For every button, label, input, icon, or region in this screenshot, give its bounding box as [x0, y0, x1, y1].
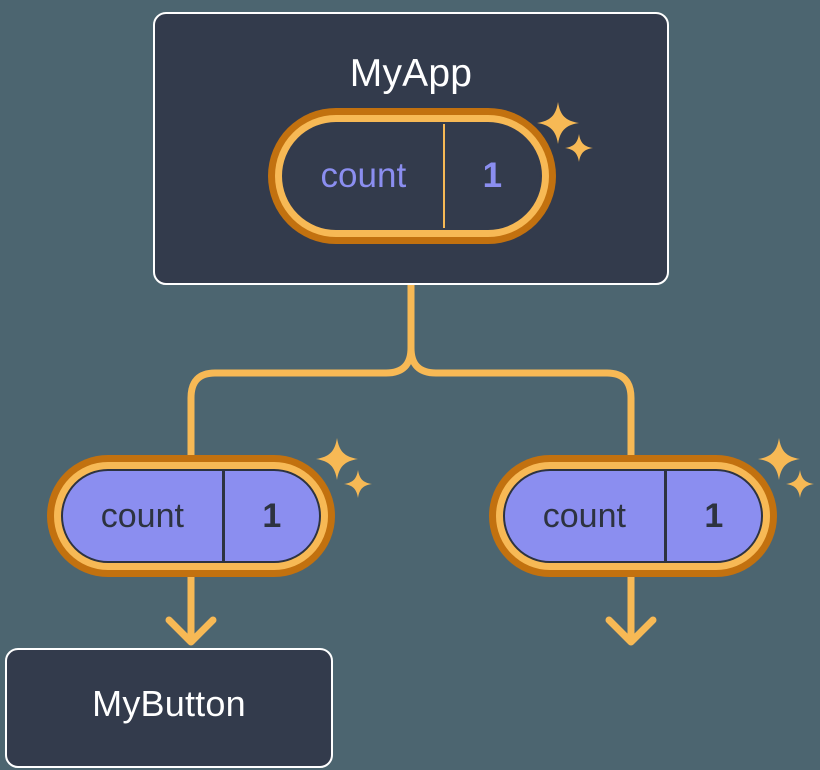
signal-value: 1: [663, 471, 761, 561]
signal-name: count: [320, 156, 407, 195]
connector-root-to-right-signal: [407, 281, 635, 462]
signal-pill-child-0[interactable]: count 1: [47, 455, 335, 577]
sparkle-four-point-small-icon: [786, 470, 814, 498]
signal-pill-ring: count 1: [275, 115, 549, 237]
sparkle-four-point-icon: [758, 438, 800, 480]
signal-name: count: [542, 496, 626, 535]
signal-value: 1: [442, 124, 540, 228]
connector-root-to-left-signal: [187, 281, 415, 462]
signal-value: 1: [221, 471, 319, 561]
sparkle-four-point-icon: [316, 438, 358, 480]
signal-pill-body: count 1: [503, 469, 763, 563]
signal-pill-child-1[interactable]: count 1: [489, 455, 777, 577]
signal-name: count: [100, 496, 184, 535]
signal-pill-ring: count 1: [496, 462, 770, 570]
signal-pill-ring: count 1: [54, 462, 328, 570]
arrow-down-icon-left: [165, 616, 217, 646]
signal-pill-body: count 1: [282, 122, 542, 230]
component-card-mybutton-0[interactable]: MyButton: [5, 648, 333, 768]
component-title-mybutton-0: MyButton: [92, 683, 246, 724]
signal-pill-body: count 1: [61, 469, 321, 563]
signal-pill-root[interactable]: count 1: [268, 108, 556, 244]
arrow-down-icon-right: [605, 616, 657, 646]
sparkle-four-point-small-icon: [344, 470, 372, 498]
component-title-myapp: MyApp: [349, 52, 473, 95]
